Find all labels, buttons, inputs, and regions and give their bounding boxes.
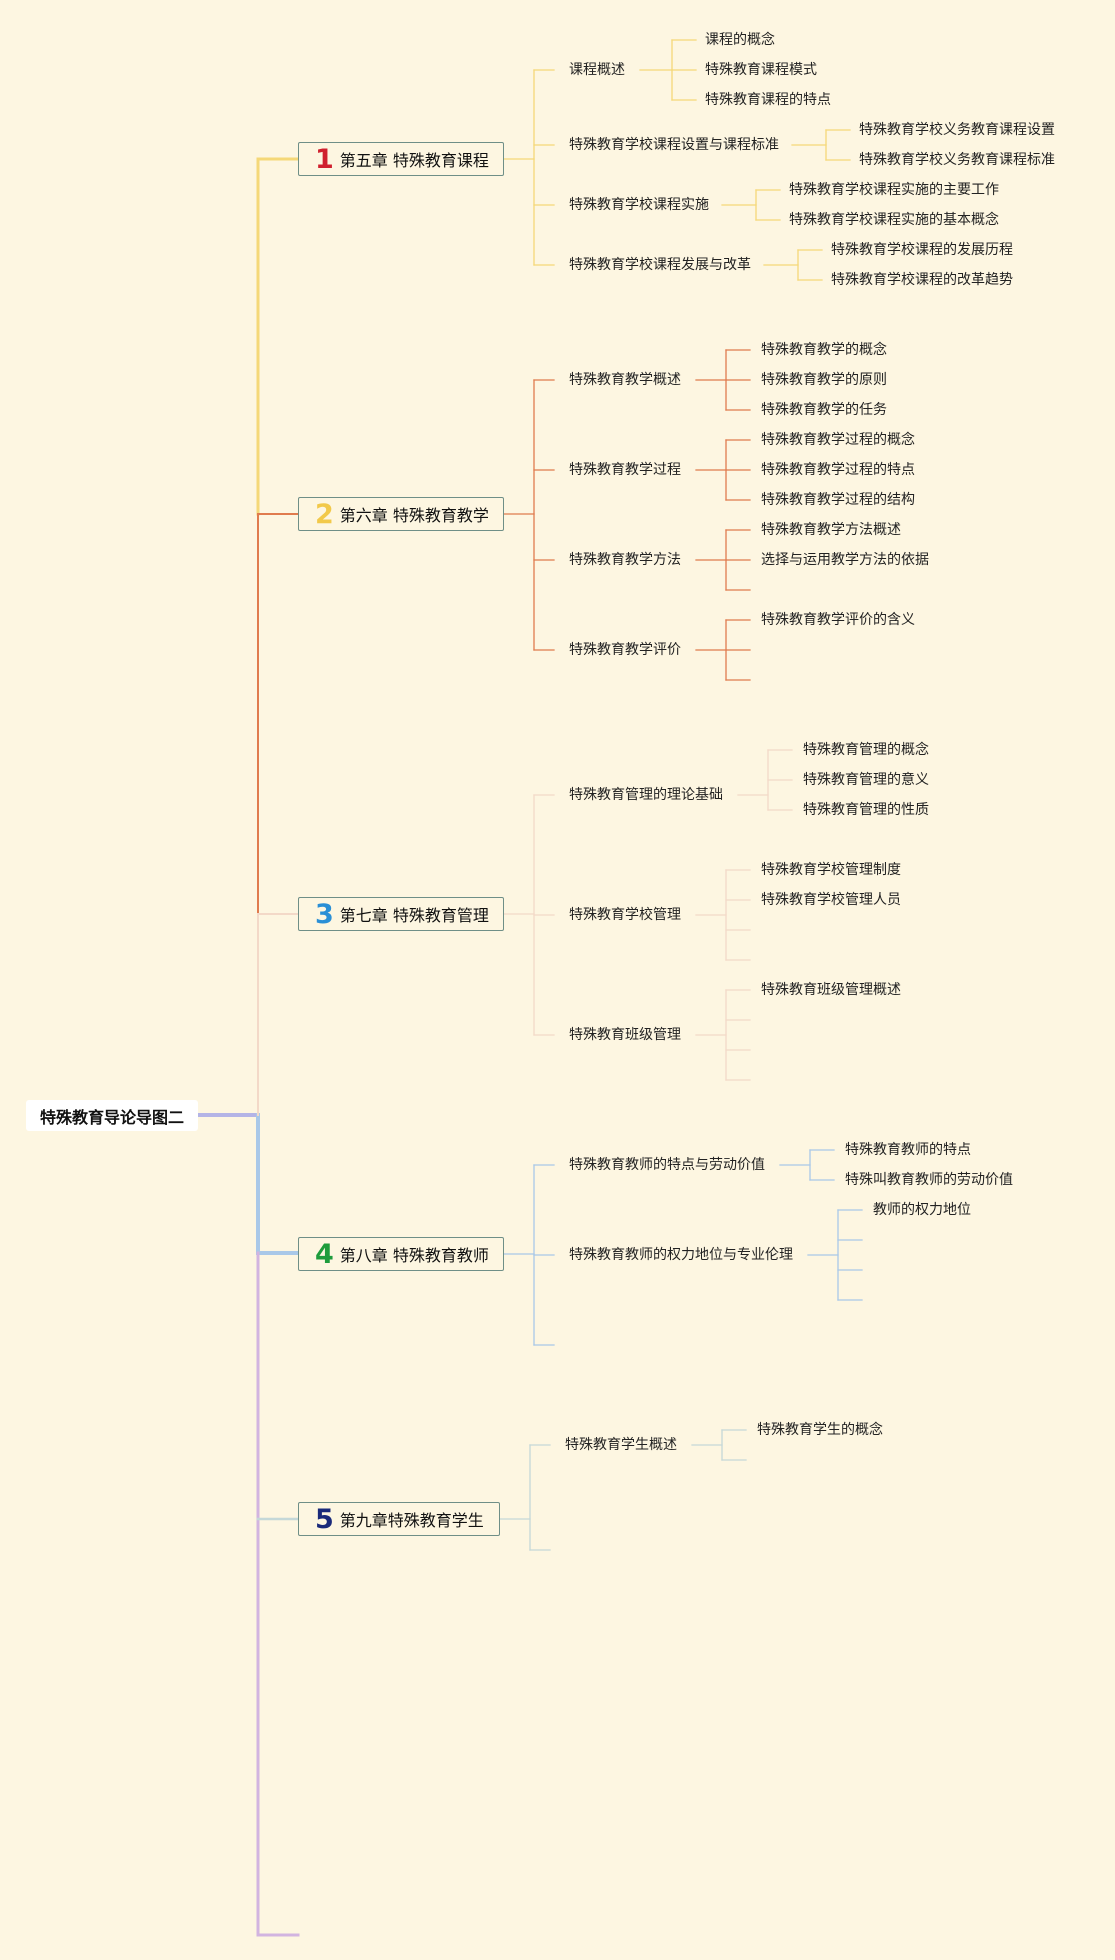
- leaf-node[interactable]: 特殊教育教学过程的结构: [761, 492, 915, 508]
- chapter-number: 5: [315, 1503, 334, 1535]
- chapter-title: 第八章 特殊教育教师: [339, 1246, 489, 1265]
- topic-node[interactable]: 特殊教育学校管理: [569, 907, 681, 923]
- chapter-8-teacher[interactable]: 4 第八章 特殊教育教师: [298, 1237, 504, 1271]
- chapter-title: 第五章 特殊教育课程: [339, 151, 489, 170]
- chapter-number: 3: [315, 898, 334, 930]
- leaf-node[interactable]: 教师的权力地位: [873, 1202, 971, 1218]
- chapter-number: 2: [315, 498, 334, 530]
- chapter-5-course[interactable]: 1 第五章 特殊教育课程: [298, 142, 504, 176]
- topic-node[interactable]: 特殊教育学校课程设置与课程标准: [569, 137, 779, 153]
- topic-node[interactable]: 特殊教育教师的特点与劳动价值: [569, 1157, 765, 1173]
- chapter-7-management[interactable]: 3 第七章 特殊教育管理: [298, 897, 504, 931]
- chapter-title: 第九章特殊教育学生: [339, 1511, 484, 1530]
- chapter-6-teaching[interactable]: 2 第六章 特殊教育教学: [298, 497, 504, 531]
- leaf-node[interactable]: 特殊教育教学评价的含义: [761, 612, 915, 628]
- leaf-node[interactable]: 特殊教育教学过程的概念: [761, 432, 915, 448]
- leaf-node[interactable]: 特殊教育教学的概念: [761, 342, 887, 358]
- leaf-node[interactable]: 特殊教育课程的特点: [705, 92, 831, 108]
- leaf-node[interactable]: 特殊教育学校管理制度: [761, 862, 901, 878]
- chapter-9-student[interactable]: 5 第九章特殊教育学生: [298, 1502, 500, 1536]
- leaf-node[interactable]: 特殊教育管理的概念: [803, 742, 929, 758]
- leaf-node[interactable]: 特殊教育学校义务教育课程设置: [859, 122, 1055, 138]
- chapter-title: 第七章 特殊教育管理: [339, 906, 489, 925]
- leaf-node[interactable]: 特殊教育学校课程的改革趋势: [831, 272, 1013, 288]
- leaf-node[interactable]: 特殊教育管理的意义: [803, 772, 929, 788]
- leaf-node[interactable]: 特殊教育学校课程实施的主要工作: [789, 182, 999, 198]
- leaf-node[interactable]: 特殊教育教师的特点: [845, 1142, 971, 1158]
- leaf-node[interactable]: 特殊教育学校课程的发展历程: [831, 242, 1013, 258]
- leaf-node[interactable]: 特殊教育班级管理概述: [761, 982, 901, 998]
- topic-node[interactable]: 特殊教育班级管理: [569, 1027, 681, 1043]
- leaf-node[interactable]: 特殊教育教学过程的特点: [761, 462, 915, 478]
- topic-node[interactable]: 特殊教育教学过程: [569, 462, 681, 478]
- topic-node[interactable]: 特殊教育学生概述: [565, 1437, 677, 1453]
- leaf-node[interactable]: 特殊教育学校管理人员: [761, 892, 901, 908]
- leaf-node[interactable]: 特殊教育管理的性质: [803, 802, 929, 818]
- chapter-title: 第六章 特殊教育教学: [339, 506, 489, 525]
- leaf-node[interactable]: 特殊教育学生的概念: [757, 1422, 883, 1438]
- chapter-number: 1: [315, 143, 334, 175]
- leaf-node[interactable]: 特殊叫教育教师的劳动价值: [845, 1172, 1013, 1188]
- topic-node[interactable]: 特殊教育学校课程实施: [569, 197, 709, 213]
- leaf-node[interactable]: 特殊教育课程模式: [705, 62, 817, 78]
- leaf-node[interactable]: 特殊教育学校义务教育课程标准: [859, 152, 1055, 168]
- topic-node[interactable]: 特殊教育学校课程发展与改革: [569, 257, 751, 273]
- leaf-node[interactable]: 特殊教育学校课程实施的基本概念: [789, 212, 999, 228]
- topic-node[interactable]: 课程概述: [569, 62, 625, 78]
- topic-node[interactable]: 特殊教育教师的权力地位与专业伦理: [569, 1247, 793, 1263]
- leaf-node[interactable]: 选择与运用教学方法的依据: [761, 552, 929, 568]
- leaf-node[interactable]: 特殊教育教学的任务: [761, 402, 887, 418]
- leaf-node[interactable]: 课程的概念: [705, 32, 775, 48]
- topic-node[interactable]: 特殊教育教学概述: [569, 372, 681, 388]
- chapter-number: 4: [315, 1238, 334, 1270]
- topic-node[interactable]: 特殊教育教学方法: [569, 552, 681, 568]
- topic-node[interactable]: 特殊教育管理的理论基础: [569, 787, 723, 803]
- leaf-node[interactable]: 特殊教育教学方法概述: [761, 522, 901, 538]
- leaf-node[interactable]: 特殊教育教学的原则: [761, 372, 887, 388]
- root-topic[interactable]: 特殊教育导论导图二: [26, 1100, 198, 1131]
- topic-node[interactable]: 特殊教育教学评价: [569, 642, 681, 658]
